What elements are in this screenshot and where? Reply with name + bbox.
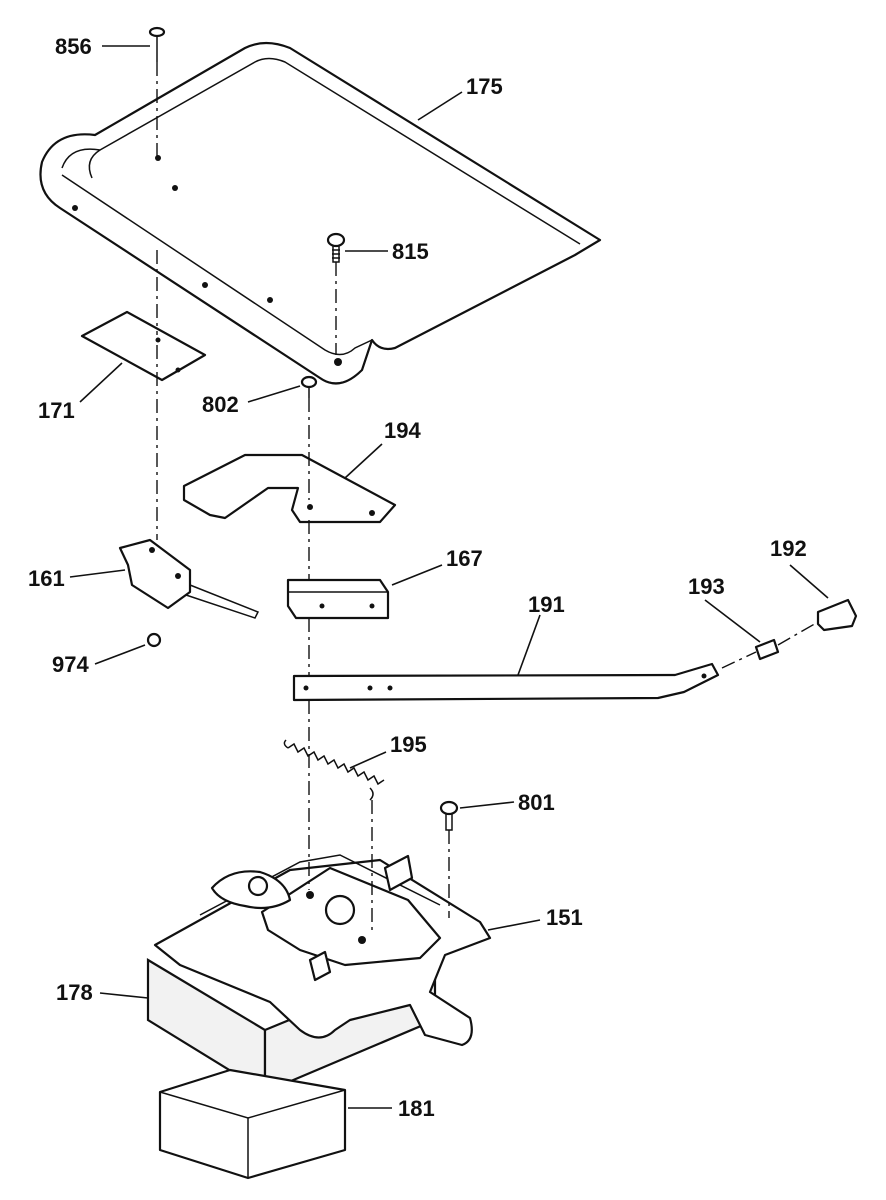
spring-195-part [283, 739, 385, 801]
callout-175: 175 [466, 74, 503, 99]
screw-815-part [326, 232, 346, 263]
callout-195: 195 [390, 732, 427, 757]
callout-labels: 856 175 815 171 802 194 161 167 192 193 … [28, 34, 807, 1121]
callout-815: 815 [392, 239, 429, 264]
switch-161-part [118, 538, 260, 619]
leader-lines [69, 45, 829, 1109]
lever-191-part [292, 662, 720, 702]
callout-856: 856 [55, 34, 92, 59]
callout-178: 178 [56, 980, 93, 1005]
callout-167: 167 [446, 546, 483, 571]
callout-191: 191 [528, 592, 565, 617]
callout-802: 802 [202, 392, 239, 417]
callout-151: 151 [546, 905, 583, 930]
base-mechanism-151-part [146, 854, 492, 1094]
callout-181: 181 [398, 1096, 435, 1121]
screw-856-part [148, 26, 166, 62]
top-cover-part [39, 41, 602, 385]
callout-161: 161 [28, 566, 65, 591]
callout-974: 974 [52, 652, 89, 677]
callout-801: 801 [518, 790, 555, 815]
clip-193-part [754, 638, 780, 661]
callout-193: 193 [688, 574, 725, 599]
pad-171-part [80, 310, 207, 382]
callout-171: 171 [38, 398, 75, 423]
nut-974-part [146, 632, 162, 648]
bracket-194-part [182, 453, 397, 524]
callout-192: 192 [770, 536, 807, 561]
box-181-part [158, 1068, 347, 1180]
knob-192-part [816, 598, 858, 632]
block-167-part [286, 578, 390, 620]
alignment-lines [156, 62, 819, 935]
screw-801-part [439, 800, 459, 831]
screw-802-part [300, 375, 318, 398]
callout-194: 194 [384, 418, 421, 443]
